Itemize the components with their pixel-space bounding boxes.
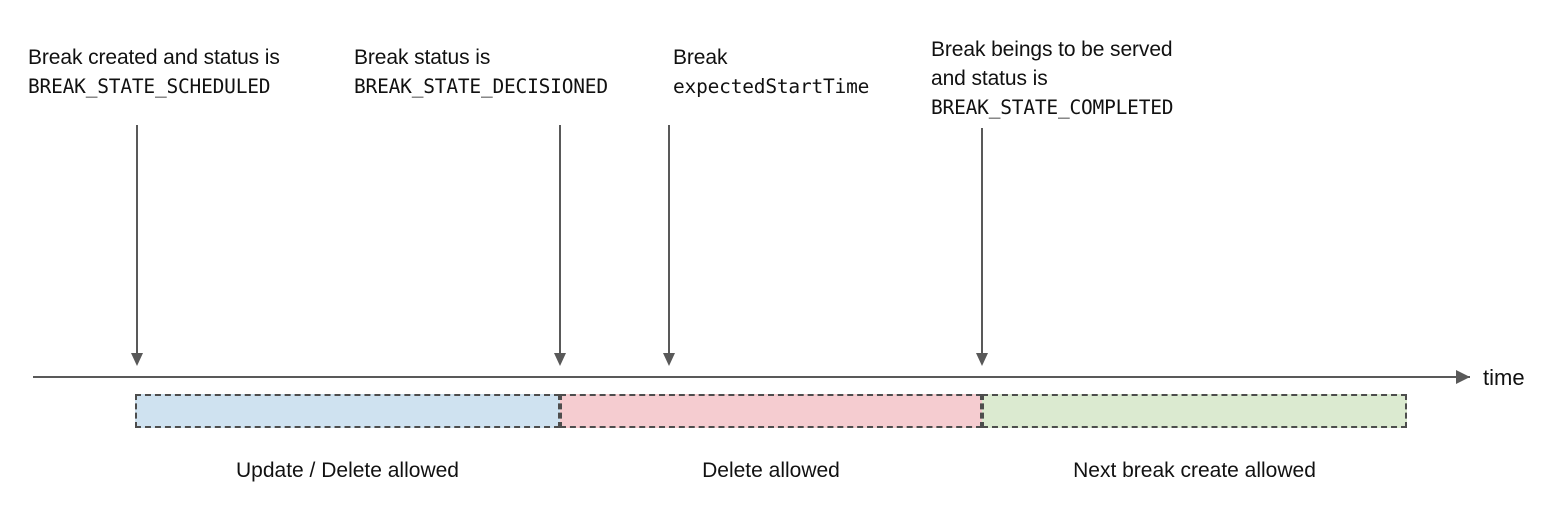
event-label-created: Break created and status is BREAK_STATE_… (28, 43, 280, 101)
phase-bar-scheduled (135, 394, 560, 428)
event-label-served-line1: Break beings to be served (931, 38, 1173, 61)
arrow-right-icon (1456, 370, 1470, 384)
down-arrow-icon-expected-start (661, 125, 677, 366)
arrow-head (976, 353, 988, 366)
event-label-expected-start-line2: expectedStartTime (673, 75, 870, 98)
event-label-created-line1: Break created and status is (28, 46, 280, 69)
time-axis-label: time (1483, 365, 1525, 390)
down-arrow-icon-decisioned (552, 125, 568, 366)
phase-caption-decisioned: Delete allowed (702, 459, 840, 482)
event-label-served-line3: BREAK_STATE_COMPLETED (931, 96, 1174, 119)
event-label-expected-start: Break expectedStartTime (673, 43, 869, 101)
arrow-shaft (668, 125, 670, 354)
event-label-served-line2: and status is (931, 67, 1048, 90)
phase-caption-completed: Next break create allowed (1073, 459, 1316, 482)
event-label-decisioned-line2: BREAK_STATE_DECISIONED (354, 75, 608, 98)
phase-bar-completed (982, 394, 1407, 428)
event-label-created-line2: BREAK_STATE_SCHEDULED (28, 75, 271, 98)
arrow-head (131, 353, 143, 366)
arrow-head (554, 353, 566, 366)
down-arrow-icon-served (974, 128, 990, 366)
event-label-expected-start-line1: Break (673, 46, 728, 69)
time-axis-line (33, 376, 1470, 378)
phase-bar-decisioned (560, 394, 982, 428)
arrow-shaft (981, 128, 983, 354)
arrow-head (663, 353, 675, 366)
event-label-decisioned: Break status is BREAK_STATE_DECISIONED (354, 43, 608, 101)
event-label-decisioned-line1: Break status is (354, 46, 491, 69)
event-label-served: Break beings to be served and status is … (931, 35, 1174, 122)
down-arrow-icon-created (129, 125, 145, 366)
arrow-shaft (136, 125, 138, 354)
phase-caption-scheduled: Update / Delete allowed (236, 459, 459, 482)
arrow-shaft (559, 125, 561, 354)
